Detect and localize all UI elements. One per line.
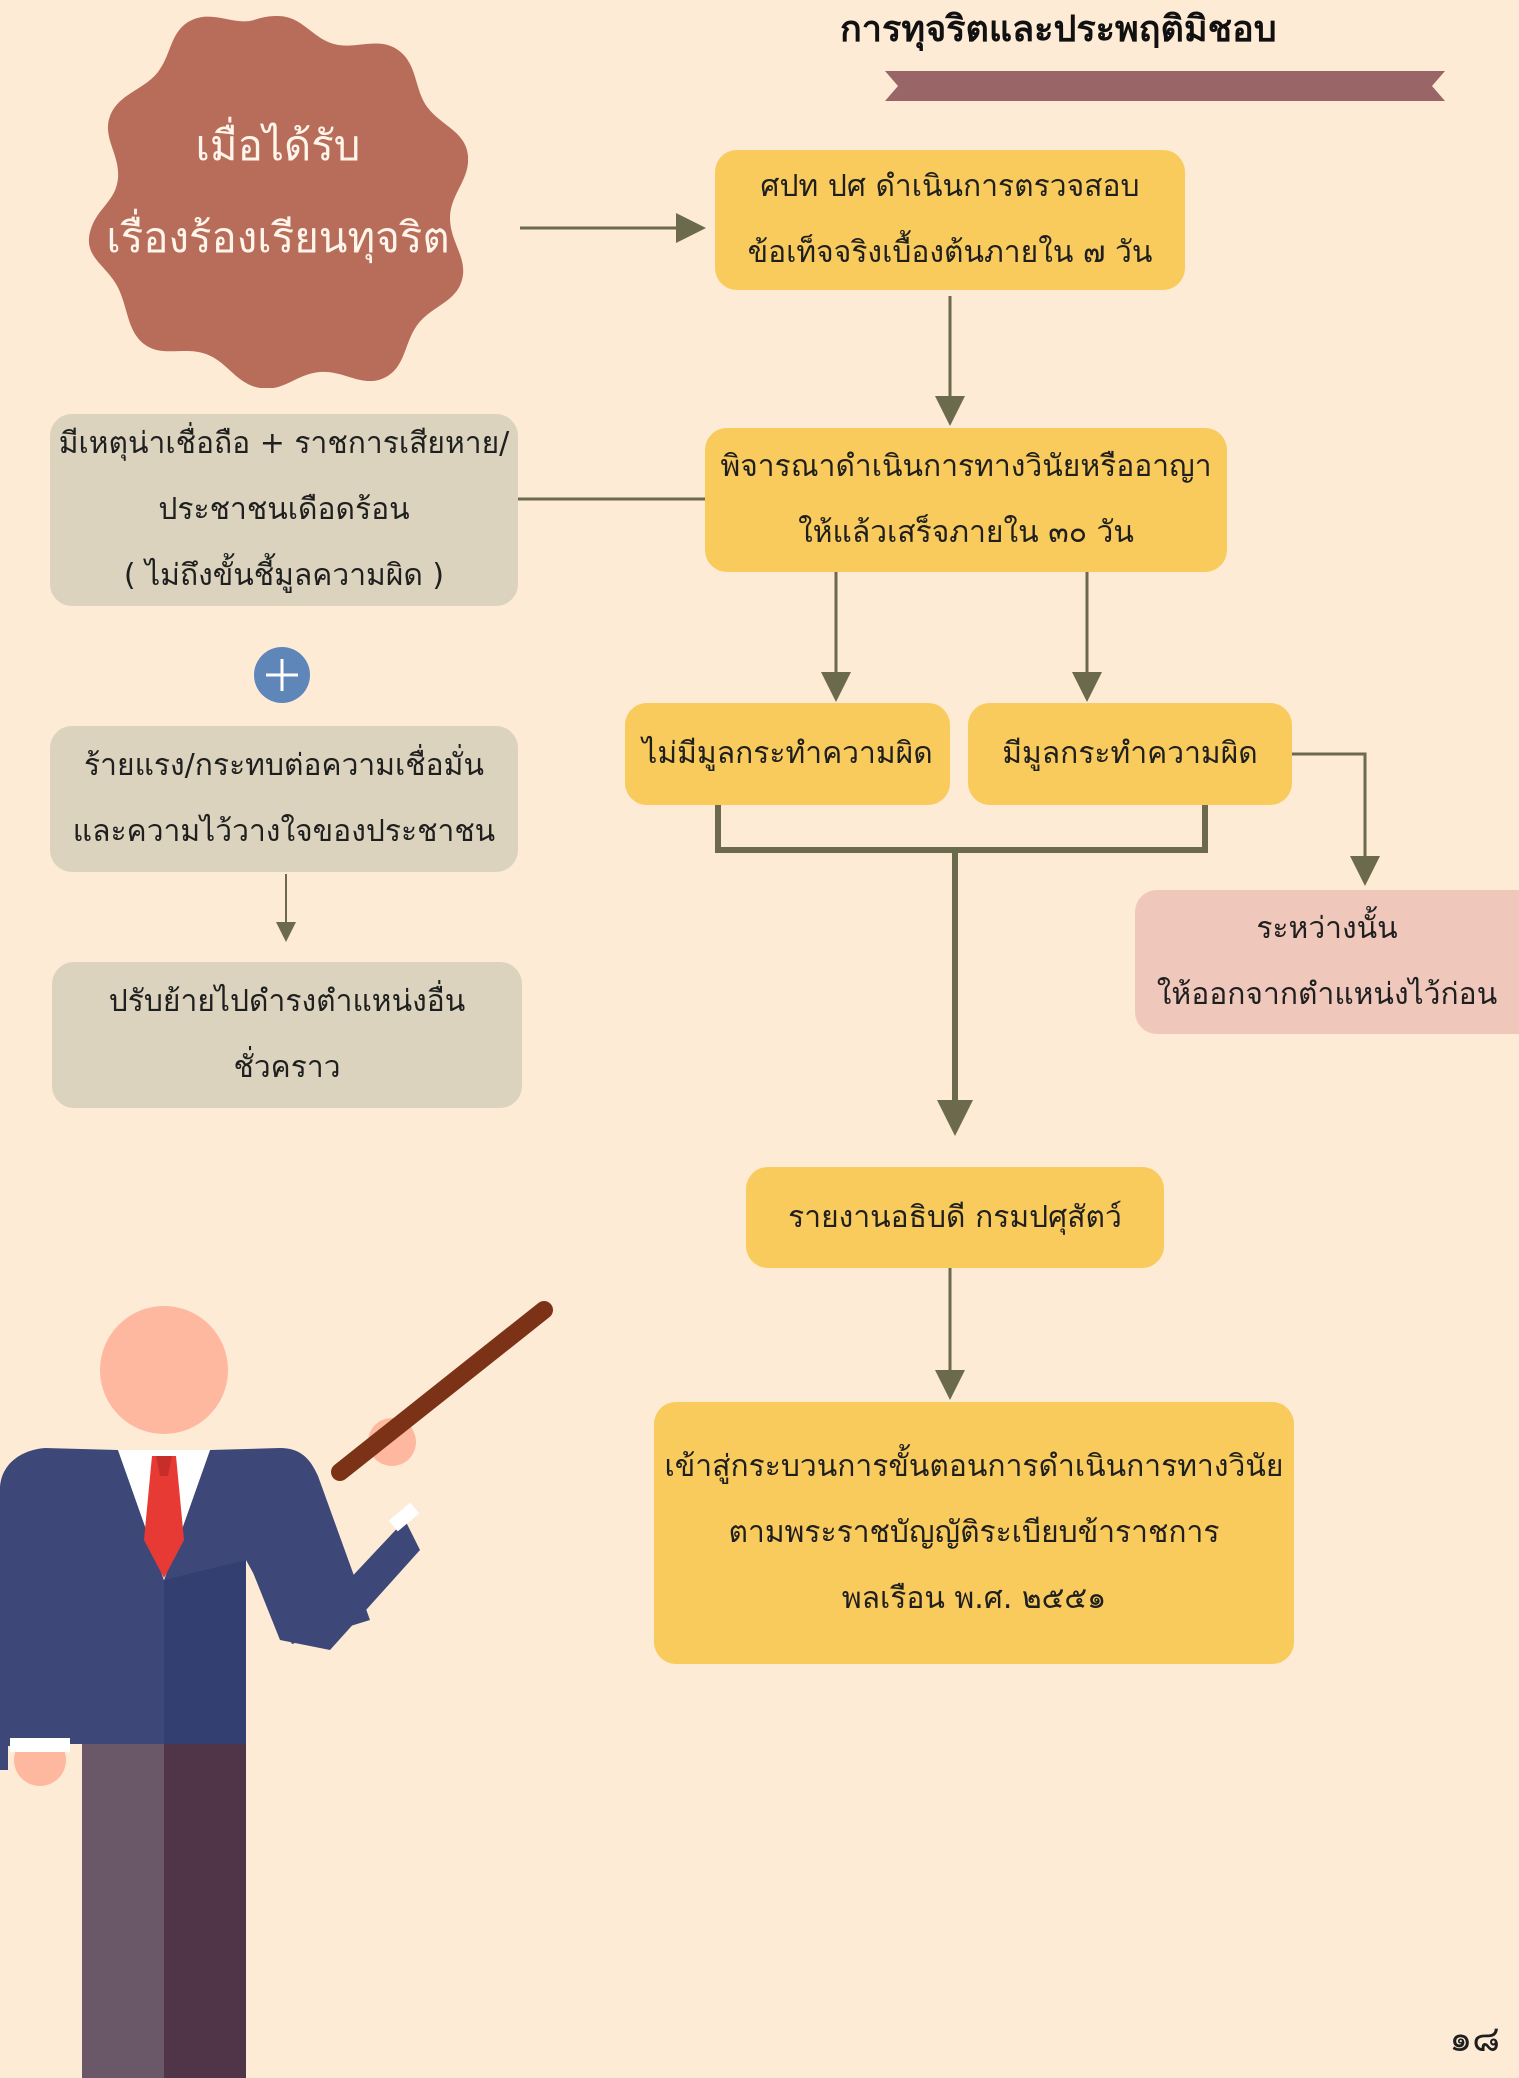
step-report-label: รายงานอธิบดี กรมปศุสัตว์ (788, 1199, 1122, 1235)
step-meanwhile-line-2: ให้ออกจากตำแหน่งไว้ก่อน (1156, 977, 1498, 1012)
step-process-line-1: เข้าสู่กระบวนการขั้นตอนการดำเนินการทางวิ… (664, 1449, 1284, 1484)
start-badge-text: เมื่อได้รับ เรื่องร้องเรียนทุจริต (88, 100, 468, 284)
condition-credible-line-1: มีเหตุน่าเชื่อถือ + ราชการเสียหาย/ (58, 426, 510, 461)
condition-credible-line-3: ( ไม่ถึงขั้นชี้มูลความผิด ) (123, 558, 445, 593)
arrow-has-grounds-to-meanwhile (1292, 752, 1380, 886)
condition-severe-box: ร้ายแรง/กระทบต่อความเชื่อมั่น และความไว้… (50, 726, 518, 872)
presenter-illustration (0, 1301, 553, 2078)
step-meanwhile-box: ระหว่างนั้น ให้ออกจากตำแหน่งไว้ก่อน (1135, 890, 1519, 1034)
condition-severe-line-2: และความไว้วางใจของประชาชน (72, 814, 496, 849)
presenter-arm-left (0, 1490, 60, 1746)
condition-credible-box: มีเหตุน่าเชื่อถือ + ราชการเสียหาย/ ประชา… (50, 414, 518, 606)
step-consider-line-2: ให้แล้วเสร็จภายใน ๓๐ วัน (798, 515, 1134, 550)
bracket-merge (715, 805, 1208, 853)
presenter-arm-right (240, 1450, 420, 1650)
condition-transfer-line-2: ชั่วคราว (233, 1050, 341, 1085)
step-check-line-1: ศปท ปศ ดำเนินการตรวจสอบ (760, 169, 1140, 204)
page-number: ๑๘ (1449, 2019, 1500, 2060)
start-line-1: เมื่อได้รับ (195, 121, 361, 170)
start-line-2: เรื่องร้องเรียนทุจริต (106, 213, 450, 262)
presenter-leg-left (82, 1744, 164, 2078)
step-has-grounds-box: มีมูลกระทำความผิด (968, 703, 1292, 805)
presenter-head (100, 1306, 228, 1434)
step-no-grounds-label: ไม่มีมูลกระทำความผิด (642, 736, 933, 771)
step-check-line-2: ข้อเท็จจริงเบื้องต้นภายใน ๗ วัน (747, 235, 1153, 270)
step-no-grounds-box: ไม่มีมูลกระทำความผิด (625, 703, 950, 805)
presenter-tie (144, 1456, 184, 1578)
step-consider-box: พิจารณาดำเนินการทางวินัยหรืออาญา ให้แล้ว… (705, 428, 1227, 572)
step-meanwhile-line-1: ระหว่างนั้น (1256, 911, 1398, 946)
plus-icon (254, 647, 310, 703)
step-process-box: เข้าสู่กระบวนการขั้นตอนการดำเนินการทางวิ… (654, 1402, 1294, 1664)
condition-credible-line-2: ประชาชนเดือดร้อน (158, 492, 410, 527)
step-process-line-3: พลเรือน พ.ศ. ๒๕๕๑ (841, 1581, 1107, 1616)
condition-transfer-box: ปรับย้ายไปดำรงตำแหน่งอื่น ชั่วคราว (52, 962, 522, 1108)
title-ribbon (885, 71, 1445, 101)
condition-severe-line-1: ร้ายแรง/กระทบต่อความเชื่อมั่น (84, 748, 484, 783)
step-report-box: รายงานอธิบดี กรมปศุสัตว์ (746, 1167, 1164, 1268)
condition-transfer-line-1: ปรับย้ายไปดำรงตำแหน่งอื่น (108, 984, 466, 1019)
step-process-line-2: ตามพระราชบัญญัติระเบียบข้าราชการ (728, 1515, 1220, 1550)
presenter-leg-right (164, 1744, 246, 2078)
step-check-box: ศปท ปศ ดำเนินการตรวจสอบ ข้อเท็จจริงเบื้อ… (715, 150, 1185, 290)
pointer-stick (331, 1301, 553, 1481)
step-consider-line-1: พิจารณาดำเนินการทางวินัยหรืออาญา (720, 449, 1212, 484)
step-has-grounds-label: มีมูลกระทำความผิด (1002, 736, 1258, 771)
start-badge-shape (88, 16, 468, 388)
page-title: การทุจริตและประพฤติมิชอบ (840, 9, 1277, 50)
